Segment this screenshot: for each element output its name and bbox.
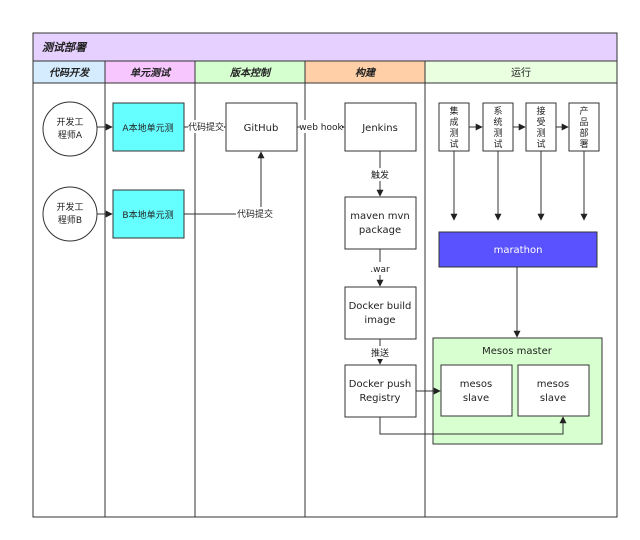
acceptance-test-char: 试 (536, 138, 545, 150)
mesos-master-label: Mesos master (482, 346, 553, 357)
edge-label-bg (188, 120, 224, 133)
lane-label-run: 运行 (511, 66, 531, 79)
engineer-a-node (42, 101, 98, 157)
edge-label-war: .war (370, 265, 390, 275)
edge-label-trigger: 触发 (371, 169, 389, 181)
production-deploy-char: 品 (579, 117, 588, 128)
acceptance-test-char: 接 (536, 105, 545, 117)
edge-label-bg (236, 207, 274, 220)
mesos-slave-2-node (517, 364, 590, 417)
docker-push-label-line1: Docker push (349, 379, 411, 390)
lane-label-dev: 代码开发 (49, 67, 91, 79)
diagram-title: 测试部署 (42, 41, 88, 54)
edge-label-webhook: web hook (299, 123, 343, 133)
unit-test-a-label: A本地单元测 (122, 122, 173, 134)
system-test-char: 统 (493, 116, 502, 128)
unit-test-b-node (112, 189, 185, 239)
production-deploy-char: 署 (579, 139, 588, 150)
mesos-slave-2-label-line2: slave (540, 393, 566, 404)
docker-push-label-line2: Registry (360, 393, 401, 404)
lane-label-vcs: 版本控制 (229, 67, 272, 79)
system-test-char: 测 (493, 128, 502, 139)
acceptance-test-char: 测 (536, 128, 545, 139)
edge-push-to-slave-2 (379, 416, 567, 435)
maven-label-line1: maven mvn (350, 211, 409, 222)
engineer-a-label-line2: 程师A (58, 129, 83, 141)
engineer-a-label-line1: 开发工 (56, 116, 83, 128)
integration-test-char: 集 (449, 105, 458, 117)
marathon-node (438, 231, 598, 268)
production-deploy-char: 产 (579, 105, 588, 117)
edge-label-bg (368, 346, 392, 359)
acceptance-test-char: 受 (536, 116, 545, 128)
edge-label-bg (370, 262, 390, 275)
system-test-char: 试 (493, 138, 502, 150)
unit-test-b-label: B本地单元测 (122, 209, 173, 221)
docker-build-label-line2: image (364, 315, 395, 326)
integration-test-char: 试 (449, 138, 458, 150)
github-node (225, 102, 298, 152)
edge-label-bg (300, 120, 342, 133)
github-label: GitHub (244, 123, 279, 134)
lane-label-unit: 单元测试 (130, 67, 172, 79)
system-test-node (482, 102, 514, 152)
edge-label-bg (368, 168, 392, 181)
production-deploy-node (568, 102, 600, 152)
jenkins-label: Jenkins (361, 123, 398, 134)
system-test-char: 系 (493, 106, 502, 117)
integration-test-char: 测 (449, 128, 458, 139)
engineer-b-label-line2: 程师B (58, 214, 82, 226)
docker-build-label-line1: Docker build (349, 301, 412, 312)
lane-header-run (424, 60, 618, 84)
mesos-slave-1-node (440, 364, 513, 417)
docker-push-node (344, 364, 417, 418)
maven-node (344, 196, 417, 250)
docker-build-node (344, 286, 417, 340)
engineer-b-label-line1: 开发工 (56, 201, 83, 213)
mesos-slave-1-label-line2: slave (463, 393, 489, 404)
jenkins-node (344, 102, 417, 152)
title-bar (32, 32, 618, 62)
mesos-slave-2-label-line1: mesos (537, 379, 569, 390)
lane-label-build: 构建 (355, 67, 377, 79)
maven-label-line2: package (359, 225, 401, 236)
integration-test-char: 成 (449, 116, 458, 128)
production-deploy-char: 部 (579, 127, 588, 139)
engineer-b-node (42, 186, 98, 242)
unit-test-a-node (112, 102, 185, 152)
mesos-slave-1-label-line1: mesos (460, 379, 492, 390)
marathon-label: marathon (494, 245, 543, 256)
edge-label-push: 推送 (371, 347, 389, 359)
edge-label-commit-b: 代码提交 (237, 208, 273, 220)
edge-label-commit-a: 代码提交 (188, 121, 224, 133)
